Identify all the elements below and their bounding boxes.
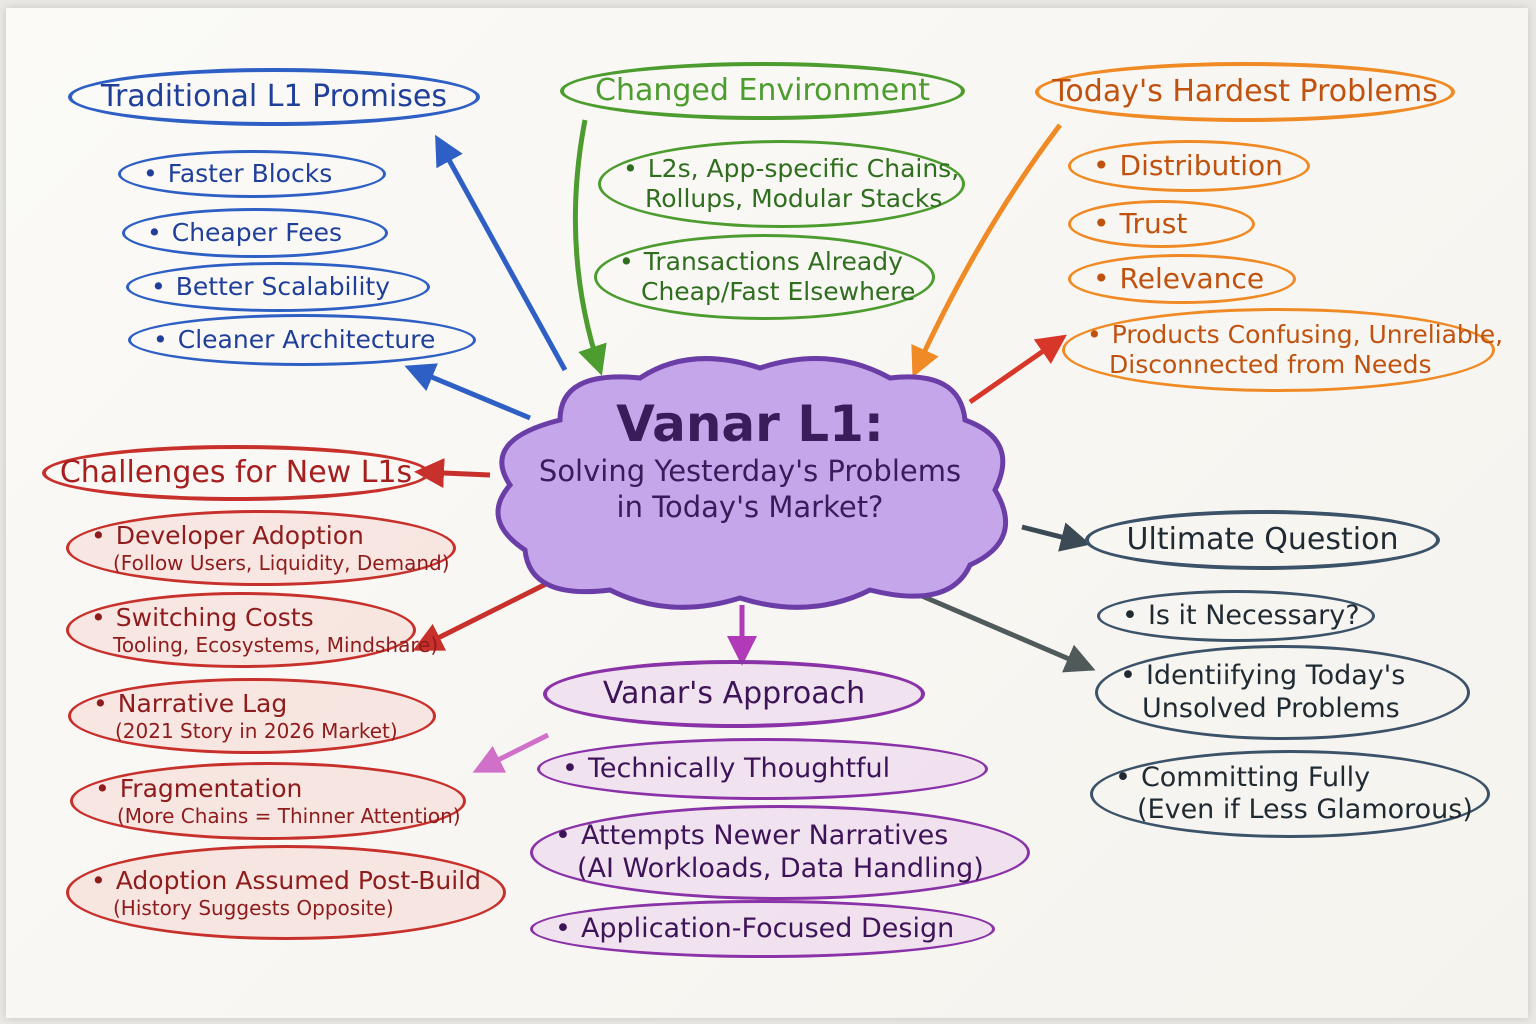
traditional-title: Traditional L1 Promises bbox=[101, 79, 447, 114]
center-subtitle-2: in Today's Market? bbox=[616, 490, 884, 525]
list-item: Technically Thoughtful bbox=[537, 738, 988, 800]
item-text: Application-Focused Design bbox=[555, 913, 970, 945]
list-item: Trust bbox=[1068, 200, 1255, 248]
arrow-to-traditional bbox=[435, 134, 568, 372]
arrow-to-switching bbox=[412, 579, 552, 651]
center-cloud-shape bbox=[495, 356, 1009, 610]
item-text: Cheaper Fees bbox=[147, 218, 363, 248]
approach-header: Vanar's Approach bbox=[543, 660, 925, 728]
item-text: (AI Workloads, Data Handling) bbox=[577, 852, 984, 884]
traditional-header: Traditional L1 Promises bbox=[68, 68, 480, 126]
item-subtext: (2021 Story in 2026 Market) bbox=[115, 719, 398, 743]
item-text: Disconnected from Needs bbox=[1109, 350, 1432, 379]
item-text: Attempts Newer Narratives bbox=[555, 820, 1005, 852]
center-topic: Vanar L1: Solving Yesterday's Problems i… bbox=[485, 395, 1015, 526]
list-item: Application-Focused Design bbox=[530, 900, 995, 958]
item-text: Distribution bbox=[1093, 149, 1285, 183]
item-subtext: (Follow Users, Liquidity, Demand) bbox=[113, 551, 450, 575]
item-text: Unsolved Problems bbox=[1142, 692, 1400, 724]
list-item: Adoption Assumed Post-Build(History Sugg… bbox=[66, 845, 506, 940]
center-subtitle-1: Solving Yesterday's Problems bbox=[538, 454, 962, 488]
arrow-to-architecture bbox=[404, 363, 531, 421]
arrow-to-challenges bbox=[414, 458, 491, 489]
ultimate-header: Ultimate Question bbox=[1085, 510, 1440, 570]
item-text: Committing Fully bbox=[1115, 762, 1465, 794]
list-item: Narrative Lag(2021 Story in 2026 Market) bbox=[68, 678, 436, 754]
center-title: Vanar L1: bbox=[616, 395, 884, 453]
list-item: Is it Necessary? bbox=[1097, 590, 1375, 642]
item-text: Rollups, Modular Stacks bbox=[645, 184, 943, 213]
item-text: Fragmentation bbox=[95, 774, 441, 804]
list-item: Attempts Newer Narratives(AI Workloads, … bbox=[530, 805, 1030, 900]
item-text: Better Scalability bbox=[151, 272, 405, 302]
item-text: Identiifying Today's bbox=[1120, 660, 1445, 692]
ultimate-title: Ultimate Question bbox=[1126, 522, 1399, 557]
arrow-from-environment bbox=[572, 119, 607, 376]
list-item: Relevance bbox=[1068, 254, 1296, 304]
item-subtext: (History Suggests Opposite) bbox=[113, 895, 394, 920]
list-item: Distribution bbox=[1068, 140, 1310, 192]
item-text: Cleaner Architecture bbox=[153, 325, 451, 355]
list-item: Faster Blocks bbox=[118, 150, 386, 198]
item-text: Switching Costs bbox=[91, 603, 391, 633]
arrow-from-hardest bbox=[911, 123, 1062, 378]
challenges-header: Challenges for New L1s bbox=[42, 445, 430, 501]
item-text: Transactions Already bbox=[619, 247, 910, 277]
list-item: Cheaper Fees bbox=[122, 208, 388, 258]
item-text: (Even if Less Glamorous) bbox=[1137, 794, 1473, 825]
challenges-title: Challenges for New L1s bbox=[59, 455, 413, 490]
arrow-to-identifying bbox=[907, 587, 1096, 673]
list-item: Fragmentation(More Chains = Thinner Atte… bbox=[70, 762, 466, 840]
item-text: Developer Adoption bbox=[91, 521, 431, 551]
item-text: Cheap/Fast Elsewhere bbox=[641, 277, 916, 306]
environment-title: Changed Environment bbox=[595, 73, 930, 108]
environment-header: Changed Environment bbox=[560, 62, 965, 120]
item-text: Is it Necessary? bbox=[1122, 600, 1360, 632]
item-text: Faster Blocks bbox=[143, 159, 361, 189]
item-text: L2s, App-specific Chains, bbox=[623, 154, 959, 184]
arrow-to-ultimate bbox=[1021, 522, 1091, 552]
item-subtext: Tooling, Ecosystems, Mindshare) bbox=[113, 633, 439, 657]
item-text: Adoption Assumed Post-Build bbox=[91, 866, 481, 896]
list-item: Committing Fully(Even if Less Glamorous) bbox=[1090, 750, 1490, 838]
item-subtext: (More Chains = Thinner Attention) bbox=[117, 804, 461, 828]
list-item: Products Confusing, Unreliable,Disconnec… bbox=[1062, 308, 1503, 392]
list-item: Developer Adoption(Follow Users, Liquidi… bbox=[66, 510, 456, 586]
approach-title: Vanar's Approach bbox=[602, 676, 866, 711]
hardest-title: Today's Hardest Problems bbox=[1052, 74, 1438, 109]
arrow-to-fragmentation bbox=[472, 732, 550, 773]
item-text: Narrative Lag bbox=[93, 689, 411, 719]
list-item: L2s, App-specific Chains,Rollups, Modula… bbox=[598, 140, 965, 228]
arrow-to-products bbox=[968, 334, 1067, 405]
item-text: Technically Thoughtful bbox=[562, 753, 963, 785]
list-item: Better Scalability bbox=[126, 262, 430, 312]
hardest-header: Today's Hardest Problems bbox=[1035, 62, 1455, 122]
list-item: Cleaner Architecture bbox=[128, 314, 476, 366]
item-text: Products Confusing, Unreliable, bbox=[1087, 320, 1503, 350]
item-text: Trust bbox=[1093, 207, 1230, 241]
item-text: Relevance bbox=[1093, 262, 1271, 296]
